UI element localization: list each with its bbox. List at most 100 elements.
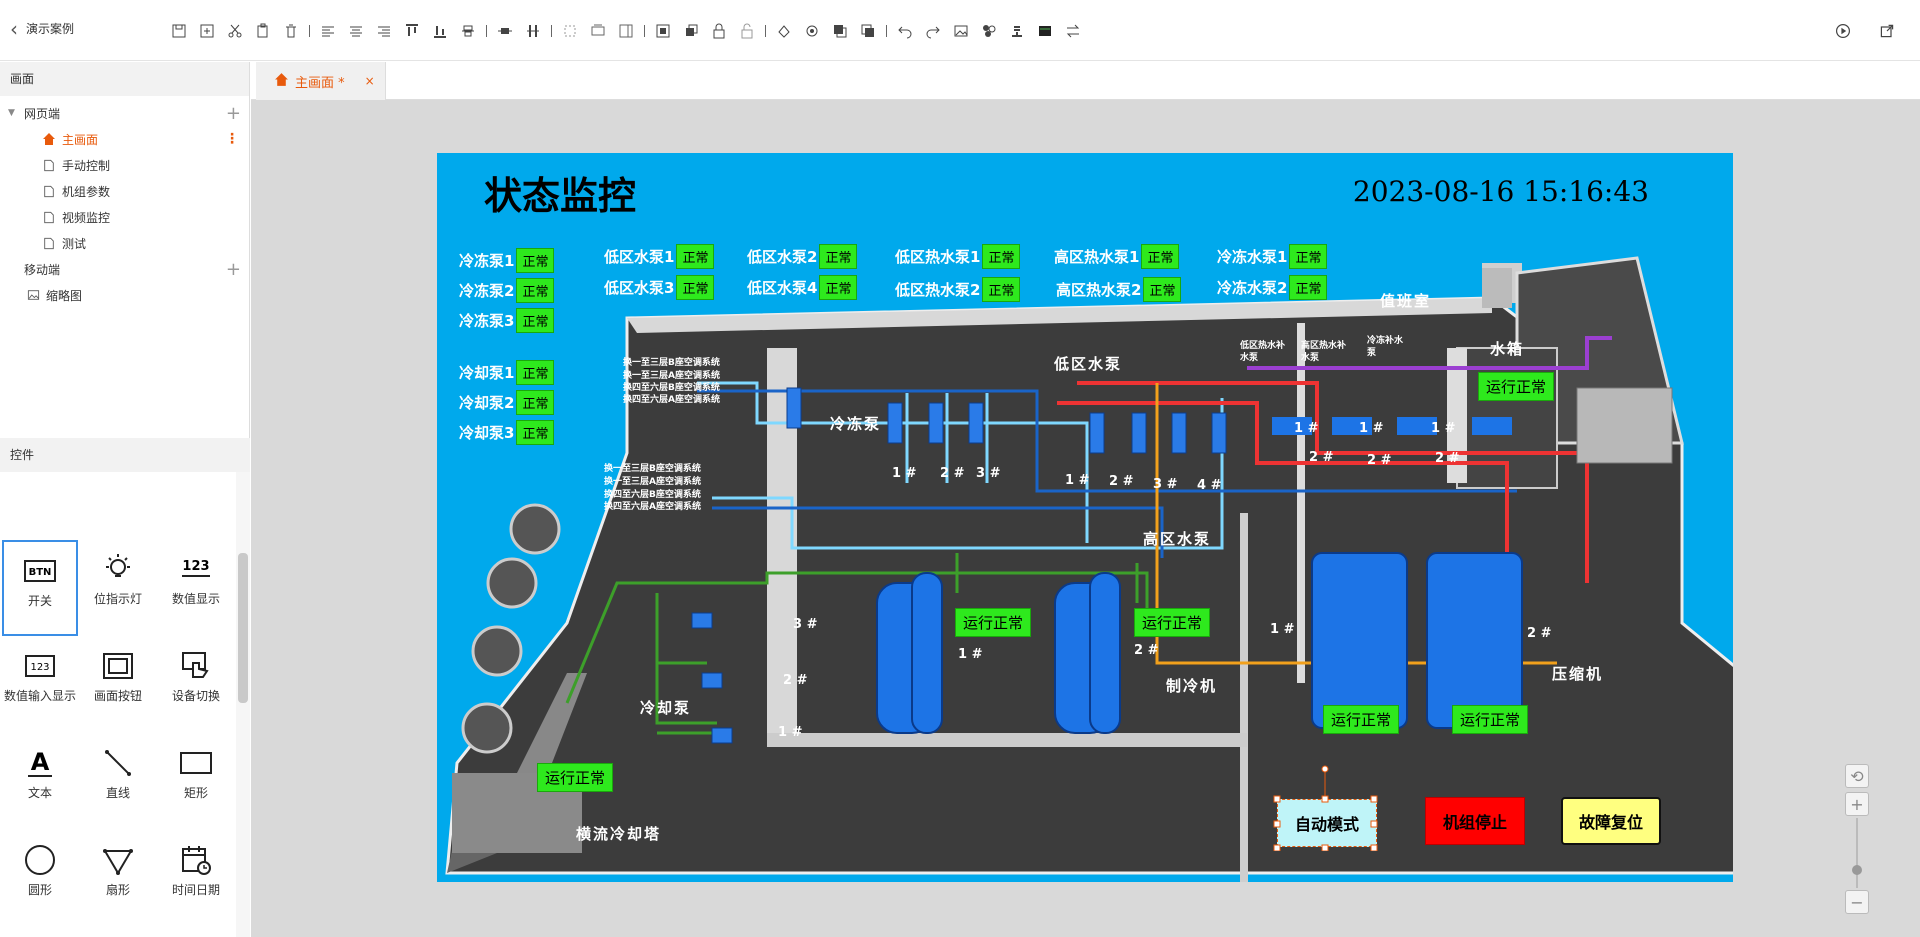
switch-icon[interactable]	[1063, 20, 1083, 42]
align-center-icon[interactable]	[346, 20, 366, 42]
zoom-in-icon[interactable]: +	[1845, 792, 1869, 816]
layer-down-icon[interactable]	[858, 20, 878, 42]
fault-reset-button[interactable]: 故障复位	[1561, 797, 1661, 845]
ungroup-icon[interactable]	[681, 20, 701, 42]
control-circle[interactable]: 圆形	[2, 831, 78, 927]
status-badge: 正常	[676, 275, 715, 300]
delete-icon[interactable]	[281, 20, 301, 42]
tree-item-main[interactable]: 主画面 ⋮	[0, 126, 249, 152]
group-icon[interactable]	[653, 20, 673, 42]
zoom-controls: ⟲ + −	[1845, 764, 1871, 920]
pump-name: 低区热水泵2	[895, 281, 981, 299]
same-size-icon[interactable]	[616, 20, 636, 42]
status-badge: 正常	[516, 420, 555, 445]
paste-icon[interactable]	[253, 20, 273, 42]
image-icon[interactable]	[951, 20, 971, 42]
same-width-icon[interactable]	[560, 20, 580, 42]
tree-group-web[interactable]: ▼ 网页端 +	[0, 100, 249, 126]
video-icon[interactable]	[1035, 20, 1055, 42]
tree-item-manual[interactable]: 手动控制	[0, 152, 249, 178]
palette-scrollbar[interactable]	[236, 472, 250, 937]
control-label: 数值显示	[171, 592, 220, 606]
zoom-out-icon[interactable]: −	[1845, 890, 1869, 914]
control-device-switch[interactable]: 设备切换	[158, 637, 234, 733]
lock-icon[interactable]	[709, 20, 729, 42]
bring-front-icon[interactable]	[774, 20, 794, 42]
separator	[765, 25, 766, 37]
tab-main[interactable]: 主画面 * ×	[256, 62, 386, 100]
control-sector[interactable]: 扇形	[80, 831, 156, 927]
cut-icon[interactable]	[225, 20, 245, 42]
back-button[interactable]: ‹ 演示案例	[10, 16, 74, 41]
status-badge: 正常	[1143, 277, 1182, 302]
control-label: 时间日期	[171, 883, 220, 897]
new-icon[interactable]	[197, 20, 217, 42]
align-right-icon[interactable]	[374, 20, 394, 42]
control-datetime[interactable]: 时间日期	[158, 831, 234, 927]
close-icon[interactable]: ×	[364, 74, 375, 88]
control-label: 数值输入显示	[3, 689, 76, 703]
control-rectangle[interactable]: 矩形	[158, 734, 234, 830]
tree-item-video[interactable]: 视频监控	[0, 204, 249, 230]
undo-icon[interactable]	[895, 20, 915, 42]
control-screen-button[interactable]: 画面按钮	[80, 637, 156, 733]
same-height-icon[interactable]	[588, 20, 608, 42]
external-link-icon[interactable]	[1876, 20, 1898, 42]
control-line[interactable]: 直线	[80, 734, 156, 830]
unlock-icon[interactable]	[737, 20, 757, 42]
pump-name: 冷冻水泵2	[1217, 279, 1288, 297]
tree-item-test[interactable]: 测试	[0, 230, 249, 256]
svg-text:123: 123	[30, 662, 49, 673]
distribute-v-icon[interactable]	[523, 20, 543, 42]
control-switch[interactable]: BTN 开关	[2, 540, 78, 636]
tree-item-thumbnail[interactable]: 缩略图	[0, 282, 249, 308]
run-status-chiller-1: 运行正常	[955, 608, 1032, 637]
control-number-display[interactable]: 123 数值显示	[158, 540, 234, 636]
system-label: 换四至六层A座空调系统	[623, 395, 720, 405]
unit-number: 2 #	[1134, 643, 1159, 658]
pump-name: 冷冻泵3	[459, 312, 515, 330]
status-badge: 正常	[982, 277, 1021, 302]
export-icon[interactable]	[1007, 20, 1027, 42]
control-text[interactable]: A 文本	[2, 734, 78, 830]
chevron-left-icon: ‹	[10, 16, 18, 41]
align-middle-icon[interactable]	[458, 20, 478, 42]
pump-name: 冷却泵3	[459, 424, 515, 442]
components-icon[interactable]	[979, 20, 999, 42]
distribute-h-icon[interactable]	[495, 20, 515, 42]
controls-title: 控件	[0, 438, 250, 472]
label-cooling-pump: 冷却泵	[640, 699, 692, 717]
add-icon[interactable]: +	[225, 258, 241, 280]
status-badge: 正常	[516, 308, 555, 333]
redo-icon[interactable]	[923, 20, 943, 42]
layer-up-icon[interactable]	[830, 20, 850, 42]
zoom-slider-thumb[interactable]	[1852, 865, 1862, 875]
control-number-input[interactable]: 123 数值输入显示	[2, 637, 78, 733]
unit-stop-button[interactable]: 机组停止	[1425, 797, 1525, 845]
add-icon[interactable]: +	[225, 102, 241, 124]
zoom-reset-icon[interactable]: ⟲	[1845, 764, 1869, 788]
send-back-icon[interactable]	[802, 20, 822, 42]
tree-item-params[interactable]: 机组参数	[0, 178, 249, 204]
align-top-icon[interactable]	[402, 20, 422, 42]
preview-play-icon[interactable]	[1832, 20, 1854, 42]
status-badge: 正常	[982, 244, 1021, 269]
palette-scroll-thumb[interactable]	[238, 553, 248, 703]
tree-group-mobile[interactable]: 移动端 +	[0, 256, 249, 282]
label-chilled-pump: 冷冻泵	[830, 415, 882, 433]
align-left-icon[interactable]	[318, 20, 338, 42]
tab-bar: 主画面 * ×	[251, 62, 1920, 100]
unit-number: 2 #	[1109, 474, 1134, 489]
save-icon[interactable]	[169, 20, 189, 42]
control-bit-indicator[interactable]: 位指示灯	[80, 540, 156, 636]
align-bottom-icon[interactable]	[430, 20, 450, 42]
more-icon[interactable]: ⋮	[225, 131, 239, 147]
run-status-compressor-1: 运行正常	[1323, 705, 1400, 734]
zoom-slider-track[interactable]	[1856, 818, 1858, 888]
unit-number: 1 #	[1065, 473, 1090, 488]
control-label: 扇形	[105, 883, 130, 897]
svg-text:BTN: BTN	[29, 567, 52, 578]
